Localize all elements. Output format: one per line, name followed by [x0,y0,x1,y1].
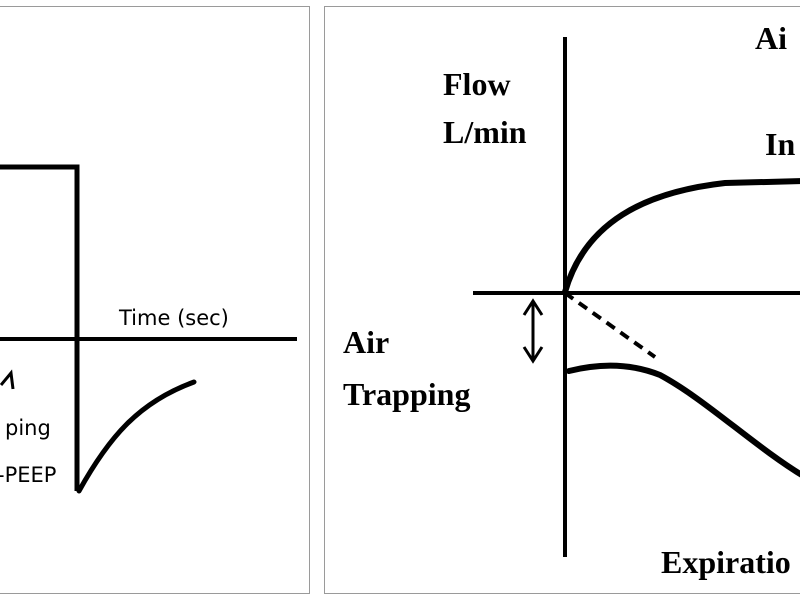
right-waveform-svg: Ai Flow L/min In Air Trapping Expiratio [343,20,800,580]
right-panel: Ai Flow L/min In Air Trapping Expiratio [324,6,800,594]
left-panel: Time (sec) ping -PEEP [0,6,310,594]
expiration-label-fragment: Expiratio [661,544,791,580]
left-waveform-svg: Time (sec) ping -PEEP [0,164,297,494]
peep-label-fragment: -PEEP [0,463,56,487]
flow-axis-label: Flow [443,66,511,102]
inspiration-label-fragment: In [765,126,795,162]
title-fragment: Ai [755,20,787,56]
time-axis-label: Time (sec) [118,306,229,330]
air-trapping-label-line2: Trapping [343,376,470,412]
dashed-expiratory-line [563,291,657,359]
air-trapping-label-line1: Air [343,324,389,360]
arrow-tip [0,369,15,390]
air-trapping-arrow [522,298,544,364]
inspiratory-square-wave [0,164,80,491]
flow-units-label: L/min [443,114,527,150]
trapping-label-fragment: ping [5,416,51,440]
expiratory-curve [76,379,197,494]
inspiratory-curve [562,178,800,295]
expiratory-curve [566,362,800,478]
